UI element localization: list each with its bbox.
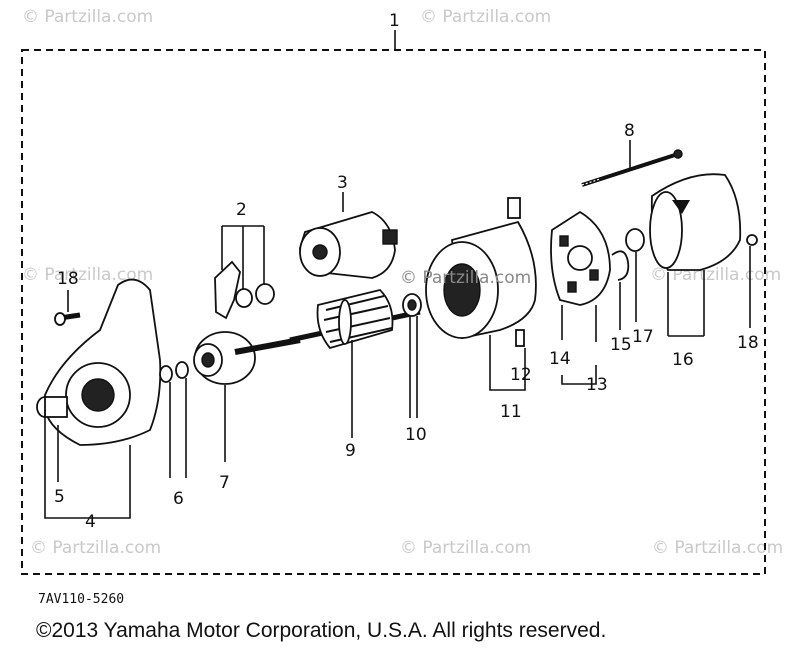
bearing <box>402 293 422 317</box>
bushing <box>625 228 645 252</box>
part-label-7: 7 <box>219 473 230 493</box>
screw-right <box>746 234 758 246</box>
leader-11 <box>489 335 526 391</box>
watermark: © Partzilla.com <box>420 7 551 27</box>
part-label-8: 8 <box>624 121 635 141</box>
watermark-center: © Partzilla.com <box>400 268 531 288</box>
yoke <box>425 197 537 347</box>
armature <box>289 289 421 350</box>
part-label-10: 10 <box>405 425 427 445</box>
part-label-1: 1 <box>389 11 400 31</box>
leader-4 <box>44 410 131 519</box>
leader-10 <box>409 316 418 418</box>
assembly-dashed-border <box>21 49 766 575</box>
part-label-12: 12 <box>510 365 532 385</box>
part-label-3: 3 <box>337 173 348 193</box>
part-label-6: 6 <box>173 489 184 509</box>
pinion-clutch <box>193 331 301 385</box>
part-label-15: 15 <box>610 335 632 355</box>
watermark: © Partzilla.com <box>22 265 153 285</box>
diagram-code: 7AV110-5260 <box>38 592 124 607</box>
leader-13-14 <box>561 305 597 385</box>
part-label-13: 13 <box>586 375 608 395</box>
leader-16 <box>667 270 705 337</box>
leader-2 <box>221 225 265 290</box>
part-label-5: 5 <box>54 487 65 507</box>
copyright-notice: ©2013 Yamaha Motor Corporation, U.S.A. A… <box>36 619 607 642</box>
rear-cover <box>649 173 742 271</box>
watermark: © Partzilla.com <box>22 7 153 27</box>
part-label-11: 11 <box>500 402 522 422</box>
watermark: © Partzilla.com <box>400 538 531 558</box>
part-label-18-left: 18 <box>57 269 79 289</box>
part-label-2: 2 <box>236 200 247 220</box>
watermark: © Partzilla.com <box>652 538 783 558</box>
brush-holder <box>550 210 611 306</box>
solenoid <box>299 211 398 279</box>
leader-6 <box>169 378 187 478</box>
through-bolt <box>581 149 683 187</box>
part-label-17: 17 <box>632 327 654 347</box>
part-label-14: 14 <box>549 349 571 369</box>
shift-lever-parts <box>214 260 275 320</box>
watermark: © Partzilla.com <box>30 538 161 558</box>
part-label-18-right: 18 <box>737 333 759 353</box>
part-label-16: 16 <box>672 350 694 370</box>
bolt-left <box>54 312 81 326</box>
brush-spring <box>611 250 630 281</box>
front-housing <box>36 278 162 446</box>
part-label-4: 4 <box>85 512 96 532</box>
washers <box>159 361 189 383</box>
part-label-9: 9 <box>345 441 356 461</box>
